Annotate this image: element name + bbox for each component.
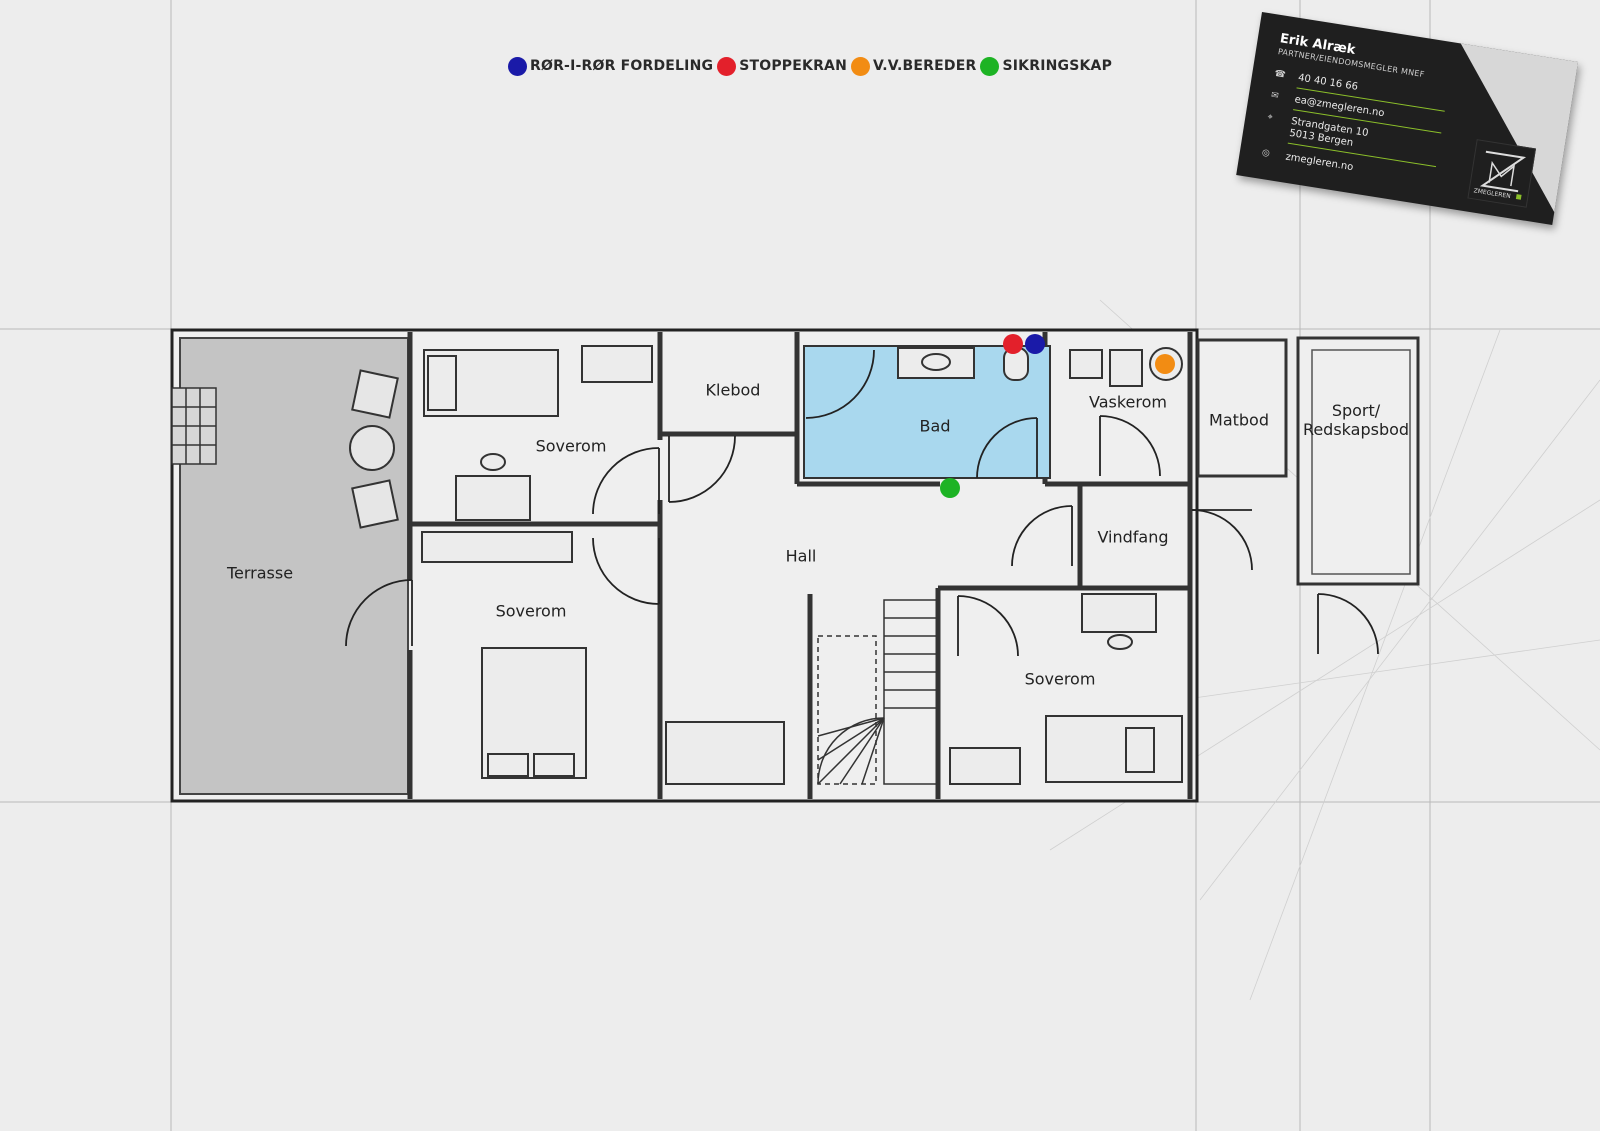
room-label-sport: Sport/ Redskapsbod	[1303, 401, 1409, 439]
zmegleren-logo: ZMEGLEREN	[1467, 139, 1537, 208]
room-label-bad: Bad	[919, 416, 951, 436]
room-label-vindfang: Vindfang	[1097, 527, 1169, 547]
sikringskap-marker	[940, 478, 960, 498]
markers	[940, 334, 1175, 498]
zm-logo-icon	[1479, 150, 1527, 200]
doors	[345, 349, 1379, 657]
room-label-matbod: Matbod	[1209, 410, 1269, 430]
room-label-hall: Hall	[785, 546, 817, 566]
legend-dot	[508, 56, 527, 76]
legend-label: RØR-I-RØR FORDELING	[530, 58, 714, 74]
legend-label: STOPPEKRAN	[739, 58, 848, 74]
business-card: Erik Alræk PARTNER/EIENDOMSMEGLER MNEF ☎…	[1236, 12, 1579, 226]
room-label-soverom-top: Soverom	[535, 436, 607, 456]
ror-i-ror-marker	[1025, 334, 1045, 354]
staircase	[817, 599, 939, 785]
mail-icon: ✉	[1270, 90, 1280, 102]
interior-walls	[407, 332, 1193, 799]
legend-item-sikringskap: SIKRINGSKAP	[980, 56, 1113, 76]
matbod-room	[1196, 338, 1288, 478]
terrasse-furniture	[349, 369, 399, 529]
room-label-soverom-right: Soverom	[1024, 669, 1096, 689]
room-label-terrasse: Terrasse	[226, 563, 294, 583]
terrasse-stairs	[171, 387, 217, 465]
room-label-sport-line2: Redskapsbod	[1302, 420, 1410, 439]
room-label-sport-line1: Sport/	[1331, 401, 1381, 420]
room-label-klebod: Klebod	[705, 380, 761, 400]
stoppekran-marker	[1003, 334, 1023, 354]
furniture	[421, 345, 1183, 785]
vv-bereder-marker	[1155, 354, 1175, 374]
sport-room-outline	[1311, 349, 1411, 575]
legend-dot	[717, 56, 737, 76]
legend-item-stoppekran: STOPPEKRAN	[717, 56, 848, 76]
location-pin-icon: ⌖	[1266, 112, 1274, 123]
room-label-soverom-mid: Soverom	[495, 601, 567, 621]
globe-icon: ◎	[1261, 147, 1271, 159]
legend-dot	[980, 56, 1000, 76]
room-label-vaskerom: Vaskerom	[1089, 392, 1167, 412]
legend-item-vvbereder: V.V.BEREDER	[851, 56, 977, 76]
legend-label: SIKRINGSKAP	[1002, 58, 1113, 74]
legend-dot	[851, 56, 871, 76]
legend-label: V.V.BEREDER	[873, 58, 977, 74]
legend: RØR-I-RØR FORDELING STOPPEKRAN V.V.BERED…	[508, 54, 1116, 78]
phone-icon: ☎	[1273, 68, 1287, 81]
legend-item-ror: RØR-I-RØR FORDELING	[508, 56, 714, 76]
sport-room	[1296, 336, 1420, 586]
